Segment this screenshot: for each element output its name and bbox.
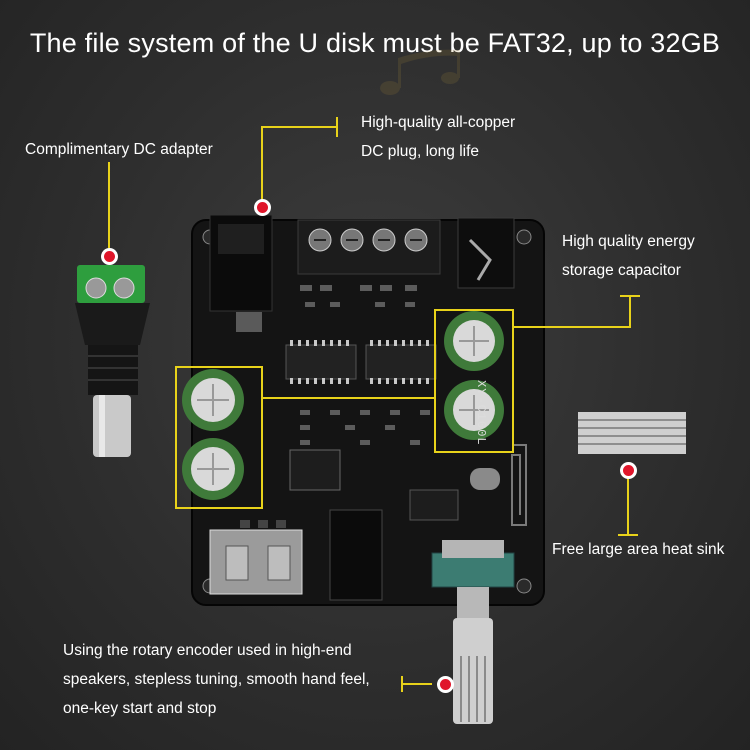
callout-encoder: Using the rotary encoder used in high-en… xyxy=(63,636,370,723)
marker-dot xyxy=(101,248,118,265)
callout-capacitor-line-1: High quality energy xyxy=(562,233,695,250)
speaker-terminal xyxy=(297,219,441,275)
board-model-label: XY-C100L xyxy=(474,380,488,446)
marker-dot xyxy=(437,676,454,693)
usb-port xyxy=(209,529,303,595)
callout-encoder-line-3: one-key start and stop xyxy=(63,700,217,717)
callout-encoder-line-1: Using the rotary encoder used in high-en… xyxy=(63,642,352,659)
callout-dc-plug: High-quality all-copper DC plug, long li… xyxy=(361,108,515,166)
marker-dot xyxy=(254,199,271,216)
page-title: The file system of the U disk must be FA… xyxy=(29,28,721,58)
callout-heat-sink: Free large area heat sink xyxy=(552,541,725,558)
audio-jack xyxy=(457,217,515,289)
dc-jack xyxy=(209,214,273,332)
marker-dot xyxy=(620,462,637,479)
aux-jack xyxy=(329,509,383,601)
music-note-decoration xyxy=(380,49,460,95)
amplifier-chips xyxy=(285,340,437,384)
regulator xyxy=(289,449,341,491)
callout-dc-adapter: Complimentary DC adapter xyxy=(25,141,213,158)
capacitors-right xyxy=(444,311,504,440)
callout-dc-plug-line-1: High-quality all-copper xyxy=(361,114,516,131)
callout-encoder-line-2: speakers, stepless tuning, smooth hand f… xyxy=(63,671,370,688)
dc-adapter xyxy=(75,265,150,457)
callout-capacitor-line-2: storage capacitor xyxy=(562,262,681,279)
callout-dc-plug-line-2: DC plug, long life xyxy=(361,143,480,160)
capacitors-left xyxy=(182,369,244,500)
heat-sink xyxy=(578,412,686,454)
callout-capacitor: High quality energy storage capacitor xyxy=(562,227,695,285)
amplifier-board xyxy=(175,214,545,606)
rotary-encoder xyxy=(431,540,515,724)
